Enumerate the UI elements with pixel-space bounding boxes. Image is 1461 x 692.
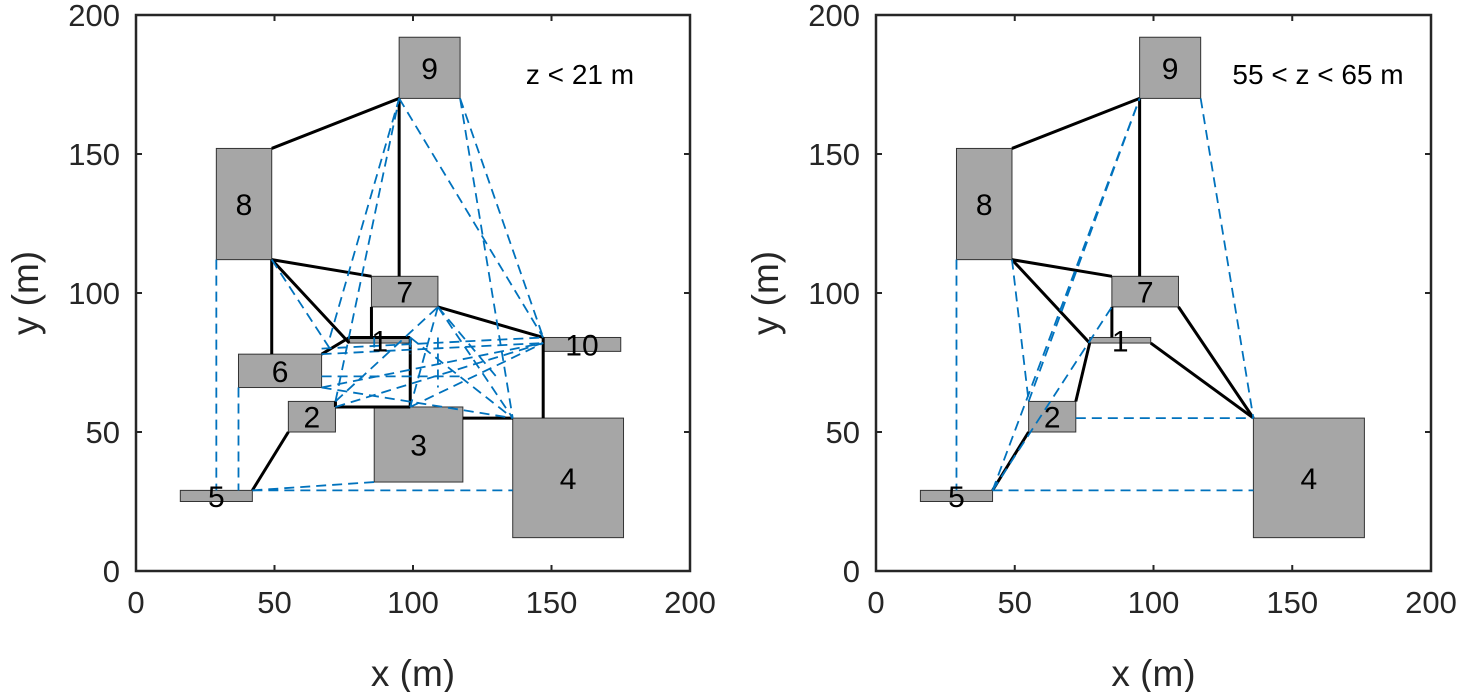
height-band-label: z < 21 m bbox=[526, 59, 634, 90]
y-axis-label: y (m) bbox=[745, 251, 786, 335]
x-tick-label: 100 bbox=[1128, 585, 1180, 620]
solid-link bbox=[437, 305, 544, 339]
building-label: 3 bbox=[410, 430, 427, 463]
y-tick-label: 50 bbox=[826, 415, 860, 450]
y-tick-label: 200 bbox=[68, 0, 120, 33]
building-2 bbox=[1028, 400, 1077, 433]
y-tick-label: 100 bbox=[808, 276, 860, 311]
building-4 bbox=[1252, 417, 1365, 539]
solid-link bbox=[271, 97, 400, 150]
dashed-link bbox=[409, 342, 544, 408]
x-tick-label: 150 bbox=[1266, 585, 1318, 620]
dashed-link bbox=[409, 336, 514, 419]
building-2 bbox=[287, 400, 336, 433]
building-6 bbox=[237, 353, 323, 389]
building-4 bbox=[512, 417, 625, 539]
y-tick-label: 100 bbox=[68, 276, 120, 311]
building-label: 5 bbox=[948, 481, 965, 514]
y-tick-label: 200 bbox=[808, 0, 860, 33]
building-label: 4 bbox=[560, 463, 577, 496]
building-9 bbox=[1139, 36, 1202, 99]
solid-link bbox=[251, 431, 290, 492]
building-label: 7 bbox=[396, 277, 413, 310]
building-label: 10 bbox=[565, 329, 598, 362]
solid-link bbox=[1177, 306, 1255, 419]
panel-2: 1 2 4 5 7 8 9 0 50 100 150 200 0 50 100 150 200 x (m) y (m… bbox=[745, 0, 1457, 692]
dashed-link bbox=[335, 342, 544, 408]
x-tick-label: 200 bbox=[664, 585, 716, 620]
dashed-link bbox=[334, 306, 439, 403]
building-label: 9 bbox=[1162, 53, 1179, 86]
x-tick-label: 50 bbox=[998, 585, 1032, 620]
dashed-link bbox=[991, 306, 1113, 491]
dashed-link bbox=[321, 336, 544, 350]
building-label: 4 bbox=[1301, 463, 1318, 496]
solid-link bbox=[320, 336, 351, 356]
dashed-link bbox=[1199, 98, 1255, 419]
dashed-link bbox=[329, 98, 401, 338]
building-8 bbox=[215, 147, 273, 261]
dashed-link bbox=[459, 98, 514, 419]
x-tick-label: 150 bbox=[526, 585, 578, 620]
y-tick-label: 0 bbox=[843, 554, 860, 589]
solid-link bbox=[271, 258, 372, 278]
solid-link bbox=[1011, 97, 1141, 150]
building-label: 5 bbox=[208, 481, 225, 514]
y-axis-label: y (m) bbox=[5, 251, 46, 335]
dashed-link bbox=[1011, 259, 1030, 402]
dashed-link bbox=[252, 481, 375, 492]
building-7 bbox=[1111, 275, 1179, 308]
solid-link bbox=[1074, 342, 1092, 402]
x-tick-label: 0 bbox=[127, 585, 144, 620]
y-tick-label: 150 bbox=[68, 137, 120, 172]
height-band-label: 55 < z < 65 m bbox=[1232, 59, 1403, 90]
x-tick-label: 0 bbox=[867, 585, 884, 620]
dashed-link bbox=[991, 98, 1141, 491]
building-3 bbox=[373, 406, 464, 483]
solid-link bbox=[270, 258, 351, 345]
solid-link bbox=[1011, 258, 1113, 278]
x-axis-label: x (m) bbox=[371, 653, 455, 692]
y-tick-label: 0 bbox=[103, 554, 120, 589]
y-tick-label: 150 bbox=[808, 137, 860, 172]
x-tick-label: 50 bbox=[257, 585, 291, 620]
building-9 bbox=[398, 36, 461, 99]
x-tick-label: 200 bbox=[1405, 585, 1457, 620]
dashed-link bbox=[321, 342, 544, 389]
building-label: 2 bbox=[304, 402, 321, 435]
dashed-link bbox=[334, 98, 401, 402]
building-label: 8 bbox=[236, 189, 253, 222]
solid-link bbox=[1010, 258, 1091, 345]
building-8 bbox=[955, 147, 1013, 261]
building-label: 9 bbox=[421, 53, 438, 86]
building-label: 6 bbox=[272, 356, 289, 389]
solid-link bbox=[1149, 341, 1255, 420]
building-7 bbox=[370, 275, 439, 308]
x-tick-label: 100 bbox=[387, 585, 439, 620]
dashed-link bbox=[459, 98, 545, 338]
dashed-link bbox=[437, 306, 514, 419]
building-label: 1 bbox=[371, 325, 388, 358]
building-label: 2 bbox=[1044, 402, 1061, 435]
building-label: 7 bbox=[1137, 277, 1154, 310]
dashed-link bbox=[398, 97, 544, 338]
dashed-link bbox=[409, 306, 439, 408]
x-axis-label: x (m) bbox=[1111, 653, 1195, 692]
building-label: 8 bbox=[976, 189, 993, 222]
y-tick-label: 50 bbox=[86, 415, 120, 450]
building-label: 1 bbox=[1112, 325, 1129, 358]
dashed-link bbox=[1027, 98, 1141, 402]
dashed-link bbox=[321, 342, 544, 356]
dashed-link bbox=[270, 259, 331, 350]
